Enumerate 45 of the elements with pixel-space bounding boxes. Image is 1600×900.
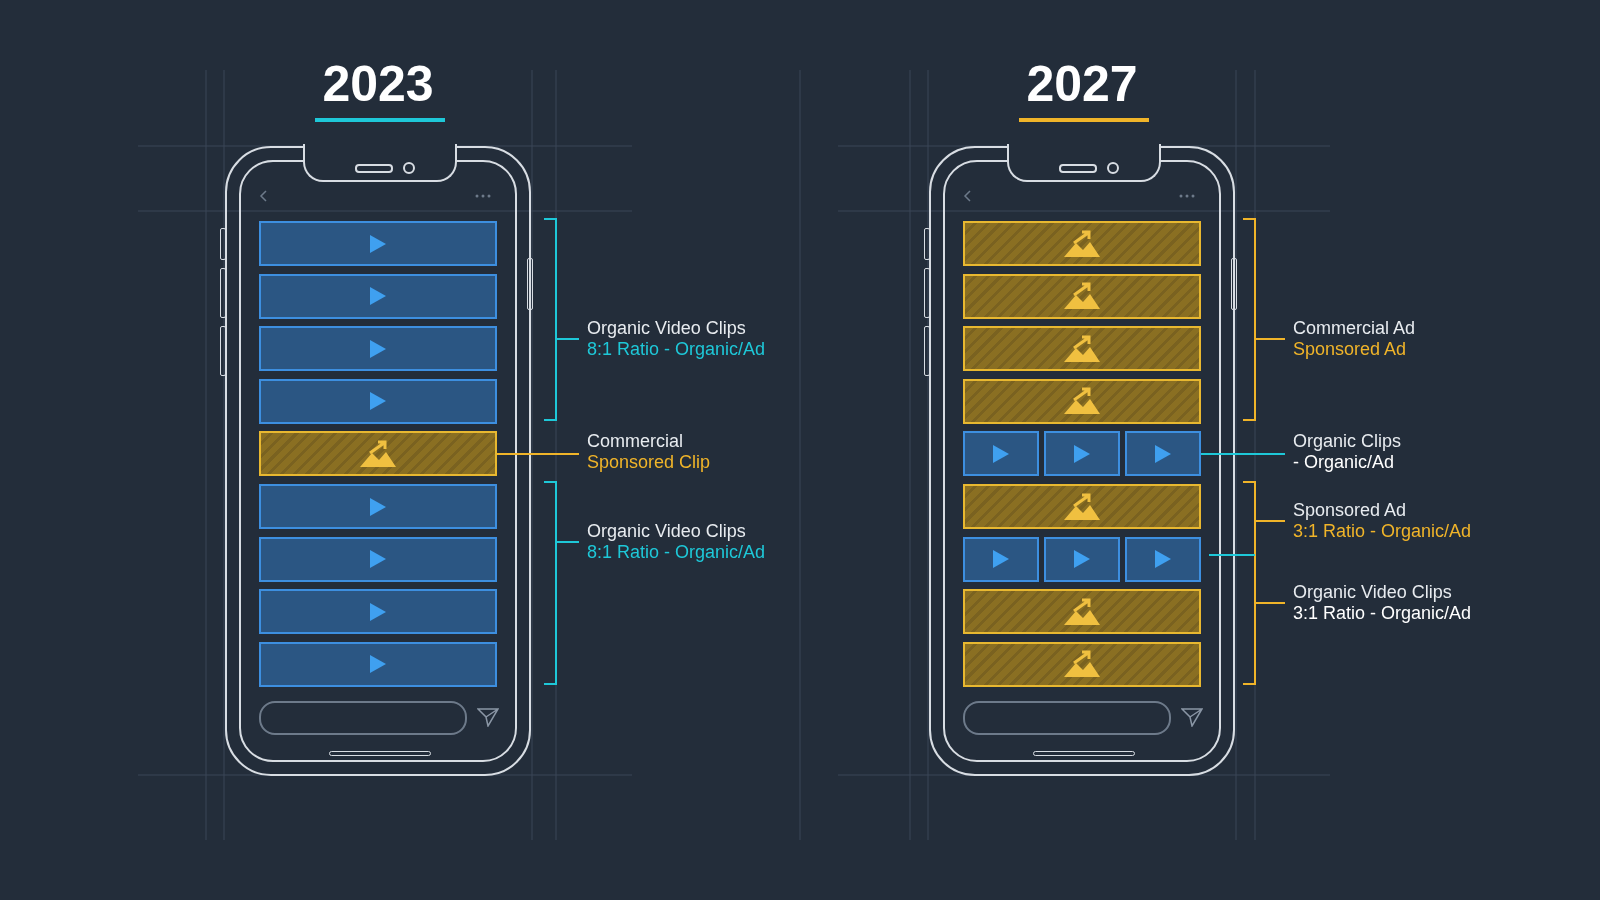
video-tile [259, 641, 497, 687]
ad-tile [963, 641, 1201, 687]
video-tile [259, 484, 497, 529]
leader-line [555, 338, 580, 340]
video-tile [1044, 536, 1120, 582]
video-tile [1125, 536, 1201, 582]
video-tile [259, 273, 497, 319]
leader-line [496, 452, 580, 455]
callout-title: Organic Video Clips [587, 521, 747, 542]
video-tile [259, 221, 497, 266]
leader-line [1254, 338, 1286, 340]
callout-subtitle: 8:1 Ratio - Organic/Ad [587, 339, 766, 360]
callout-title: Organic Video Clips [587, 318, 747, 339]
leader-line [1200, 452, 1286, 455]
ad-tile [963, 484, 1201, 529]
ad-tile [963, 221, 1201, 266]
video-tile [963, 431, 1039, 477]
ad-tile [259, 431, 497, 477]
video-tile [259, 536, 497, 582]
callout-title: Organic Clips [1293, 431, 1402, 452]
callout-title: Organic Video Clips [1293, 582, 1453, 603]
ad-tile [963, 378, 1201, 424]
callout-title: Commercial Ad [1293, 318, 1416, 339]
callout-subtitle: 3:1 Ratio - Organic/Ad [1293, 521, 1472, 542]
callout-subtitle: Sponsored Ad [1293, 339, 1408, 360]
ad-tile [963, 589, 1201, 635]
video-tile [259, 378, 497, 424]
ad-tile [963, 273, 1201, 319]
leader-line [555, 541, 580, 543]
ad-tile [963, 326, 1201, 372]
video-tile [1125, 431, 1201, 477]
callout-title: Sponsored Ad [1293, 500, 1408, 521]
video-tile [259, 589, 497, 635]
callout-subtitle: Sponsored Clip [587, 452, 711, 473]
callout-title: Commercial [587, 431, 684, 452]
leader-line [1254, 602, 1286, 604]
leader-line [1254, 520, 1286, 522]
video-tile [259, 326, 497, 372]
callout-subtitle: - Organic/Ad [1293, 452, 1396, 473]
year-heading: 2027 [1025, 56, 1139, 112]
callout-subtitle: 8:1 Ratio - Organic/Ad [587, 542, 766, 563]
year-heading: 2023 [321, 56, 435, 112]
callout-subtitle: 3:1 Ratio - Organic/Ad [1293, 603, 1472, 624]
video-tile [963, 536, 1039, 582]
video-tile [1044, 431, 1120, 477]
